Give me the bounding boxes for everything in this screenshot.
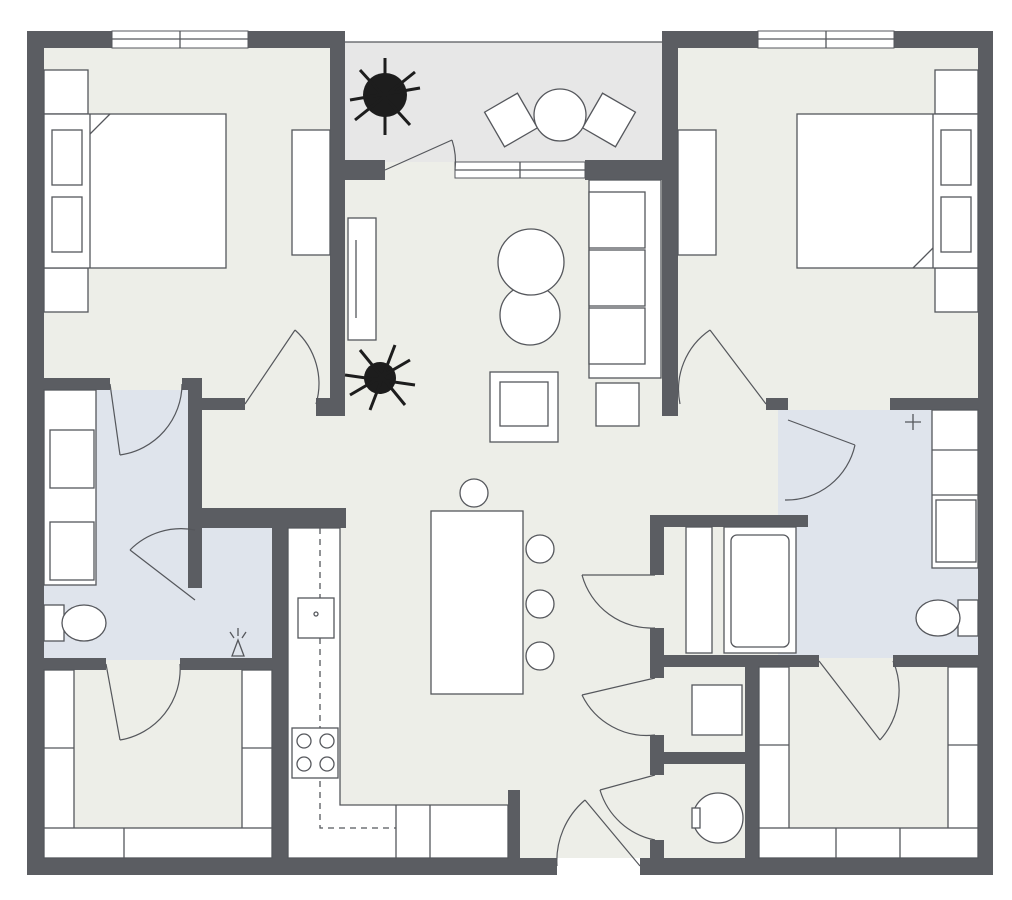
bathroom-left [43,389,247,657]
nightstand [43,267,89,313]
linen-door[interactable] [581,574,656,629]
plant-icon [349,58,421,135]
wall [345,160,385,180]
wall [890,398,978,410]
wall [330,31,345,416]
sink[interactable] [935,499,977,563]
wc-left-door[interactable] [129,528,196,601]
kitchen-island [430,510,524,695]
wall [745,655,759,860]
tv-console [347,217,377,341]
utility [43,526,979,859]
wall [188,508,346,528]
wall [978,31,993,875]
sink[interactable] [297,597,335,639]
pillow [51,129,83,186]
toilet[interactable] [43,604,65,642]
patio-chair[interactable] [483,92,539,148]
closet-shelf [758,666,790,831]
closet-shelf [947,666,979,831]
patio-chair[interactable] [581,92,637,148]
fixture-icon [905,414,921,430]
closet-shelf [758,827,979,859]
pillow [940,129,972,186]
wall [640,858,993,875]
bathroom-left-wc-floor [200,528,272,660]
wall [508,790,520,860]
doors [105,139,900,867]
bedroom-right [677,69,979,313]
side-table [595,382,640,427]
washer[interactable] [691,684,743,736]
sink[interactable] [49,521,95,581]
wall [27,858,557,875]
balcony-door[interactable] [384,139,457,171]
wall [662,31,678,416]
wall [650,515,808,527]
nightstand [934,267,979,313]
closet-shelf [43,827,273,859]
pillow [51,196,83,253]
wall [272,508,288,860]
balcony [349,58,637,148]
kitchen [287,478,555,859]
patio-table[interactable] [533,88,587,142]
bedroom-left-door[interactable] [244,329,320,405]
walls [27,31,993,875]
closet-right-door[interactable] [818,660,900,741]
bar-stool[interactable] [459,478,489,508]
pillow [940,196,972,253]
toilet-bowl [61,604,107,642]
wall [650,840,664,860]
bath-left-door[interactable] [109,383,183,456]
living-room [344,179,662,443]
closet-left-door[interactable] [105,663,181,741]
light-icon [229,628,247,657]
entry-door[interactable] [556,799,641,867]
toilet[interactable] [957,599,979,637]
wardrobe [677,129,717,256]
bedroom-left [43,69,331,313]
wall [585,160,662,180]
plant-icon [344,344,416,411]
nightstand [934,69,979,115]
wall [766,398,788,410]
wall [44,378,110,390]
bar-stool[interactable] [525,534,555,564]
wall [316,398,336,416]
wall [180,658,272,670]
bath-right-door[interactable] [784,419,856,501]
wall [893,655,978,667]
linen-shelf [685,526,713,654]
sink[interactable] [49,429,95,489]
wall [650,628,664,678]
wall [188,378,202,528]
wall [650,655,760,667]
closet-shelf [241,669,273,831]
kitchen-counter [287,527,509,859]
closet-shelf [43,669,75,831]
windows [111,30,895,179]
wall [27,31,44,875]
powder-door[interactable] [599,774,656,841]
bar-stool[interactable] [525,589,555,619]
wall [650,515,664,575]
bar-stool[interactable] [525,641,555,671]
wall [200,398,245,410]
laundry-door[interactable] [581,677,656,737]
wall [650,752,760,764]
wardrobe [291,129,331,256]
toilet-bowl [915,599,961,637]
wall [759,655,819,667]
wall [188,528,202,588]
wall [44,658,106,670]
coffee-table[interactable] [497,228,565,296]
bathroom-right [723,409,979,654]
nightstand [43,69,89,115]
bedroom-right-door[interactable] [677,329,767,405]
